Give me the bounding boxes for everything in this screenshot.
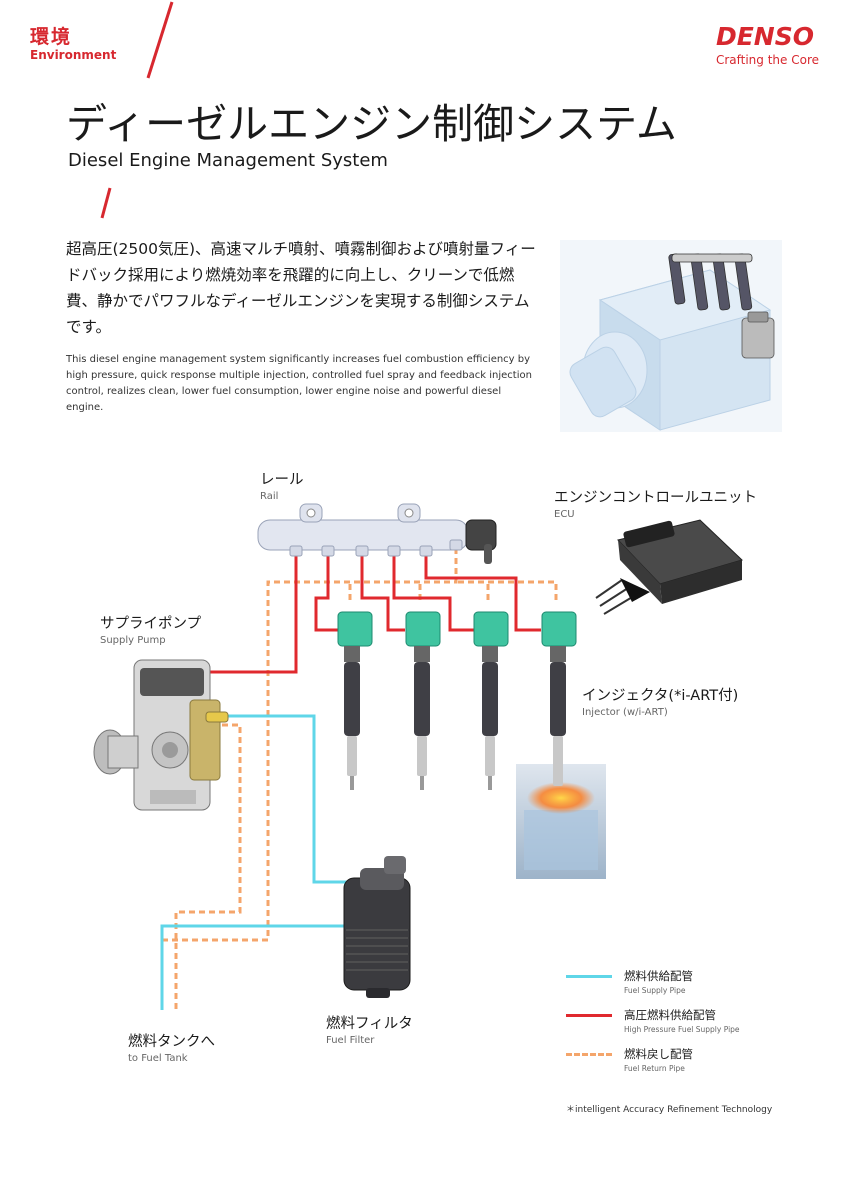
fuel-tank-label: 燃料タンクへ to Fuel Tank [128,1030,215,1064]
brand-name: DENSO [715,22,814,51]
brand-logo: DENSO Crafting the Core [716,22,819,67]
ecu-label-ja: エンジンコントロールユニット [554,490,757,506]
injectors [337,611,577,790]
fuel-filter-label: 燃料フィルタ Fuel Filter [326,1012,413,1046]
legend-swatch-supply [566,975,612,978]
legend-item-fuel-supply: 燃料供給配管 Fuel Supply Pipe [566,968,740,995]
fuel-supply-pipes [160,714,372,1010]
ecu-component [595,519,743,615]
legend-item-fuel-return: 燃料戻し配管 Fuel Return Pipe [566,1046,740,1073]
supply-pump-component [93,659,229,811]
rail-component [257,503,497,564]
legend-label-en: Fuel Supply Pipe [624,986,686,995]
page-title: ディーゼルエンジン制御システム [66,100,677,148]
injector-3 [473,611,509,790]
header-slash-divider [146,1,174,79]
pipe-legend: 燃料供給配管 Fuel Supply Pipe 高圧燃料供給配管 High Pr… [566,968,740,1085]
engine-illustration [560,240,782,432]
fuel-filter-label-en: Fuel Filter [326,1035,375,1046]
supply-pump-label: サプライポンプ Supply Pump [100,612,201,646]
rail-label-ja: レール [260,472,304,488]
combustion-chamber-illustration [516,736,606,879]
supply-pump-label-en: Supply Pump [100,635,166,646]
section-label-en: Environment [30,48,117,62]
injector-2 [405,611,441,790]
injector-1 [337,611,373,790]
injector-label-ja: インジェクタ(*i-ART付) [582,688,739,704]
injector-label: インジェクタ(*i-ART付) Injector (w/i-ART) [582,684,738,718]
fuel-filter-label-ja: 燃料フィルタ [326,1016,413,1032]
rail-label-en: Rail [260,491,279,502]
description-en: This diesel engine management system sig… [66,354,532,413]
fuel-filter-component [343,856,411,998]
footnote: ＊intelligent Accuracy Refinement Technol… [566,1105,773,1115]
legend-label-ja: 高圧燃料供給配管 [624,1008,716,1022]
legend-swatch-high-pressure [566,1014,612,1017]
legend-label-ja: 燃料供給配管 [624,969,693,983]
title-slash-divider [100,187,112,219]
ecu-label: エンジンコントロールユニット ECU [554,486,757,520]
page-subtitle: Diesel Engine Management System [68,150,388,171]
high-pressure-pipes [210,552,541,674]
description-ja: 超高圧(2500気圧)、高速マルチ噴射、噴霧制御および噴射量フィードバック採用に… [66,240,536,336]
section-label-ja: 環境 [30,26,73,48]
legend-item-high-pressure: 高圧燃料供給配管 High Pressure Fuel Supply Pipe [566,1007,740,1034]
rail-label: レール Rail [260,468,304,502]
legend-label-en: High Pressure Fuel Supply Pipe [624,1025,740,1034]
injector-label-en: Injector (w/i-ART) [582,707,668,718]
legend-label-ja: 燃料戻し配管 [624,1047,693,1061]
ecu-label-en: ECU [554,509,575,520]
brand-tagline: Crafting the Core [715,53,819,67]
legend-label-en: Fuel Return Pipe [624,1064,685,1073]
legend-swatch-return [566,1053,612,1056]
supply-pump-label-ja: サプライポンプ [100,616,202,632]
fuel-tank-label-en: to Fuel Tank [128,1053,188,1064]
fuel-tank-label-ja: 燃料タンクへ [128,1034,215,1050]
